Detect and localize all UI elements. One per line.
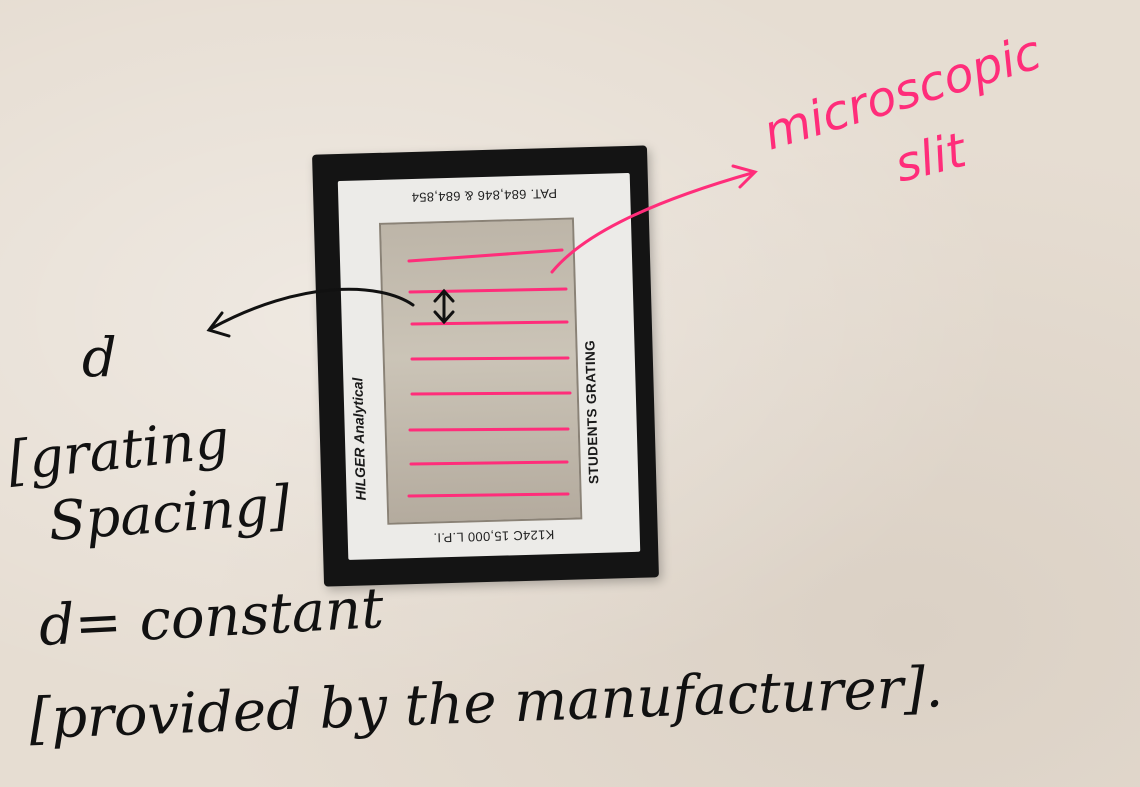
slit-arrow-shaft	[552, 173, 752, 272]
slit-pointer-arrow	[552, 166, 755, 272]
slit-line	[410, 289, 566, 292]
slit-line	[409, 494, 568, 496]
slit-line	[412, 393, 570, 394]
d-constant-text: d= constant	[37, 576, 385, 659]
d-arrow-shaft	[212, 289, 413, 328]
slit-line	[412, 322, 567, 324]
provided-by-text: [provided by the manufacturer].	[28, 655, 944, 752]
d-symbol-text: d	[82, 326, 117, 389]
slit-line	[410, 429, 568, 430]
spacing-double-arrow	[435, 291, 453, 322]
d-pointer-arrow	[209, 289, 413, 336]
slit-line	[412, 358, 568, 359]
slit-label: slit	[889, 122, 973, 194]
slit-lines	[409, 250, 570, 496]
slit-line	[411, 462, 567, 464]
handwriting: d [grating Spacing] d= constant [provide…	[5, 326, 944, 752]
slit-line	[409, 250, 562, 261]
